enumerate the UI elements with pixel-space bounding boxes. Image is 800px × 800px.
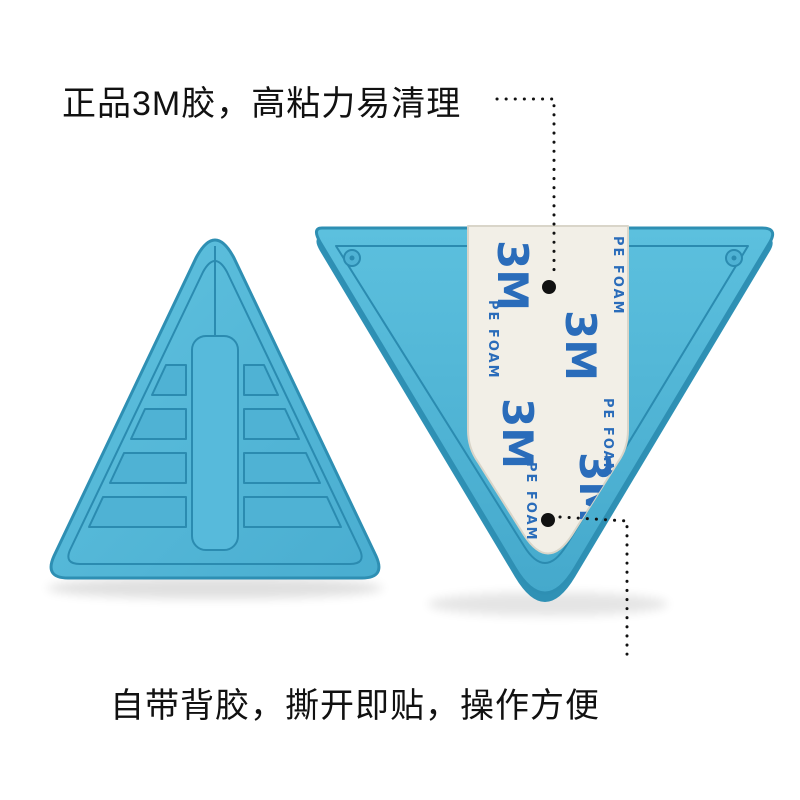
left-piece-center-column [191,335,239,551]
right-piece-shadow [428,592,668,616]
tape-print: 3M PE FOAM PE FOAM 3M 3M PE FOAM 3M PE F… [485,236,625,542]
bottom-callout-dot [541,513,555,527]
left-piece-inner-rim [67,260,363,565]
tape-brand-logo: 3M [556,310,605,381]
screw-boss-left [343,249,361,267]
corner-lock-front: 3M PE FOAM PE FOAM 3M 3M PE FOAM 3M PE F… [315,225,775,602]
tape-material-label: PE FOAM [523,462,538,542]
bottom-annotation: 自带背胶，撕开即贴，操作方便 [110,687,600,725]
tape-brand-logo: 3M [493,398,542,469]
left-piece-slats-right [243,364,342,528]
callouts [495,97,629,658]
top-callout-dot [542,280,556,294]
top-annotation: 正品3M胶，高粘力易清理 [62,85,462,123]
right-piece-inner-rim [335,245,749,564]
tape-material-label: PE FOAM [610,236,625,316]
tape-brand-logo: 3M [488,240,537,311]
tape-material-label: PE FOAM [485,300,500,380]
corner-lock-back [49,238,381,580]
screw-boss-right [725,249,743,267]
left-piece-slats-left [88,364,187,528]
left-piece-shadow [47,577,383,599]
adhesive-tape [467,225,629,555]
tape-material-label: PE FOAM [600,398,615,478]
top-leader-line [495,97,556,274]
